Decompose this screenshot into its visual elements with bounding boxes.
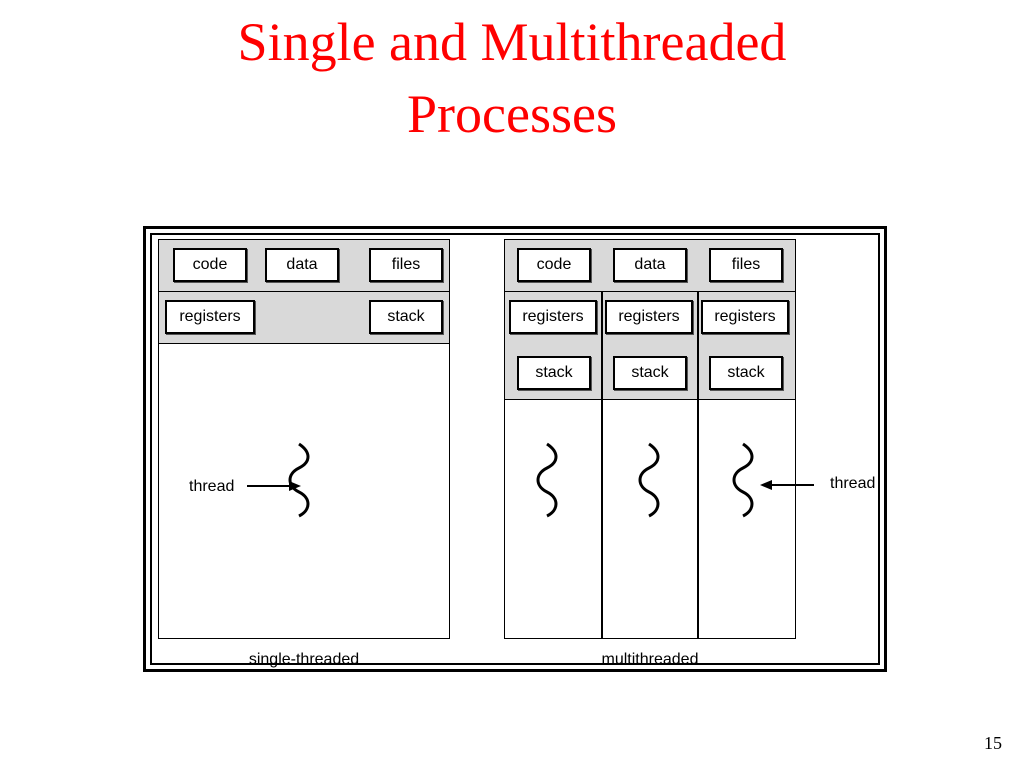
single-stack-box: stack	[369, 300, 443, 334]
title-line-2: Processes	[407, 84, 617, 144]
multi-stack-box-3: stack	[709, 356, 783, 390]
slide-title: Single and Multithreaded Processes	[0, 6, 1024, 150]
multi-data-box: data	[613, 248, 687, 282]
single-threaded-process: code data files registers stack thread	[158, 239, 450, 639]
multi-thread-divider-1	[601, 292, 603, 638]
multi-thread-squiggle-icon-2	[638, 442, 660, 518]
multi-thread-arrow	[760, 480, 814, 490]
multi-registers-box-1: registers	[509, 300, 597, 334]
single-registers-box: registers	[165, 300, 255, 334]
single-code-box: code	[173, 248, 247, 282]
multi-files-box: files	[709, 248, 783, 282]
single-threaded-caption: single-threaded	[248, 651, 360, 668]
multithreaded-process: code data files registers registers regi…	[504, 239, 796, 639]
multithreaded-caption: multithreaded	[601, 651, 699, 668]
single-files-box: files	[369, 248, 443, 282]
title-line-1: Single and Multithreaded	[237, 12, 787, 72]
multi-stack-box-2: stack	[613, 356, 687, 390]
multi-registers-box-2: registers	[605, 300, 693, 334]
multi-thread-squiggle-icon-1	[536, 442, 558, 518]
multi-stack-box-1: stack	[517, 356, 591, 390]
multi-thread-label: thread	[830, 475, 876, 492]
diagram-inner-border	[150, 233, 880, 665]
page-number: 15	[984, 733, 1002, 753]
multi-thread-divider-2	[697, 292, 699, 638]
multi-code-box: code	[517, 248, 591, 282]
multi-registers-box-3: registers	[701, 300, 789, 334]
single-thread-label: thread	[189, 478, 235, 495]
single-thread-squiggle-icon	[288, 442, 310, 518]
multi-thread-squiggle-icon-3	[732, 442, 754, 518]
single-data-box: data	[265, 248, 339, 282]
diagram-frame: code data files registers stack thread c…	[143, 226, 887, 672]
